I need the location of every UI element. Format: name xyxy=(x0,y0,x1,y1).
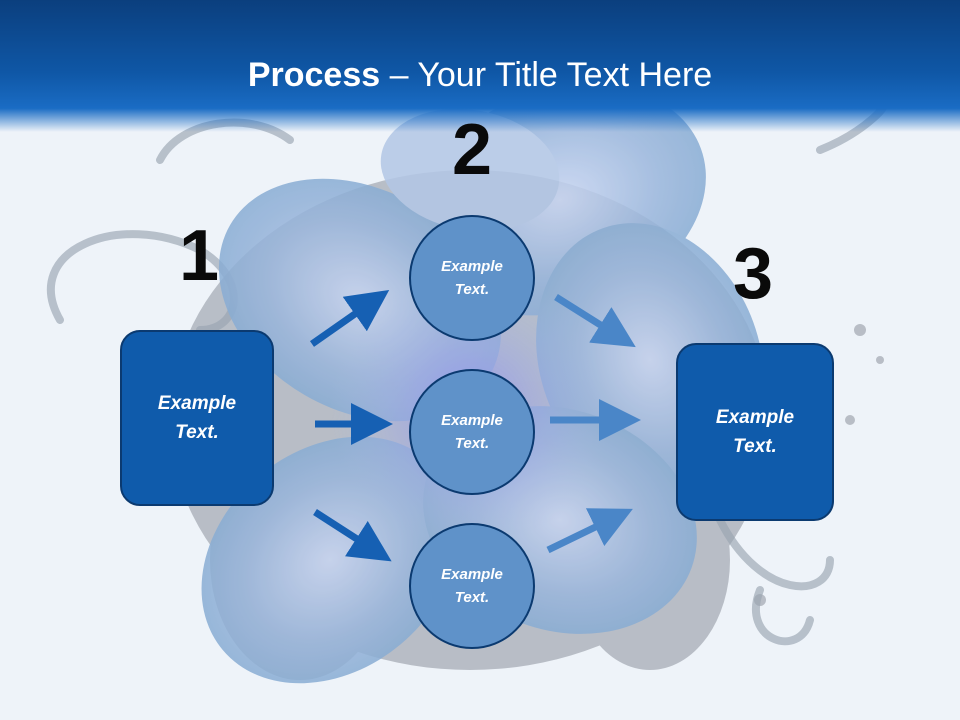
step-number-1: 1 xyxy=(178,216,220,296)
step-1-box-line2: Text. xyxy=(175,422,219,443)
step-1-box-line1: Example xyxy=(157,393,237,414)
title-bar xyxy=(0,0,960,132)
step-number-2: 2 xyxy=(451,110,493,190)
step-2-circle-bottom: Example Text. xyxy=(409,523,535,649)
step-3-box: Example Text. xyxy=(676,343,834,521)
step-1-box: Example Text. xyxy=(120,330,274,506)
step-3-box-line1: Example xyxy=(715,407,795,428)
step-2-circle-top: Example Text. xyxy=(409,215,535,341)
title-rest-text: – Your Title Text Here xyxy=(380,56,713,94)
arrow-top-to-right xyxy=(554,294,636,348)
circle-bottom-line2: Text. xyxy=(454,589,490,606)
arrow-left-to-bottom xyxy=(313,509,392,562)
circle-top-line1: Example xyxy=(441,258,503,275)
circle-middle-line2: Text. xyxy=(454,435,490,452)
circle-middle-line1: Example xyxy=(441,412,503,429)
arrow-bottom-to-right xyxy=(546,508,633,554)
title-bold-text: Process xyxy=(247,56,381,94)
step-number-3: 3 xyxy=(732,234,774,314)
step-3-box-line2: Text. xyxy=(733,436,777,457)
circle-bottom-line1: Example xyxy=(441,566,503,583)
step-2-circle-middle: Example Text. xyxy=(409,369,535,495)
page-title: Process – Your Title Text Here xyxy=(0,54,960,96)
circle-top-line2: Text. xyxy=(454,281,490,298)
arrow-left-to-top xyxy=(309,289,390,347)
